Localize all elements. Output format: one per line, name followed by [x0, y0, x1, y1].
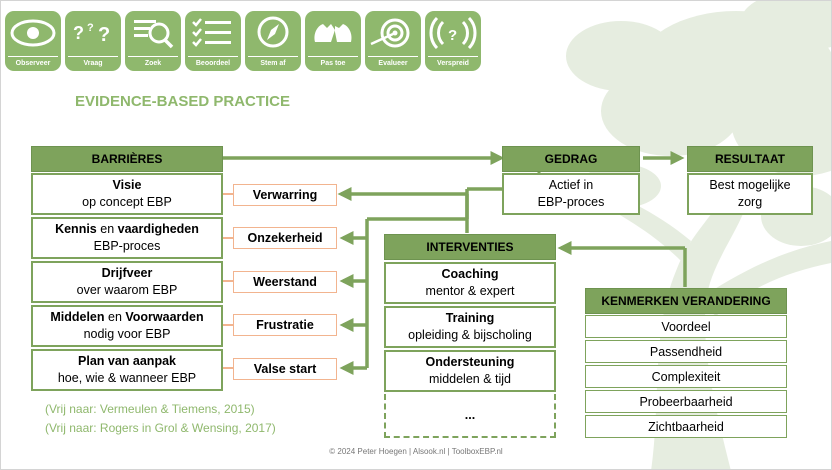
step-pas-toe: Pas toe: [305, 11, 361, 71]
interventie-box-more: ...: [384, 394, 556, 438]
kenmerk-item: Voordeel: [585, 315, 787, 338]
source-note: (Vrij naar: Vermeulen & Tiemens, 2015): [45, 402, 255, 416]
step-evalueer: Evalueer: [365, 11, 421, 71]
barriere-box: Drijfveer over waarom EBP: [31, 261, 223, 303]
interventie-box: Training opleiding & bijscholing: [384, 306, 556, 348]
svg-text:?: ?: [87, 22, 94, 34]
interventie-sub: mentor & expert: [425, 284, 515, 298]
emotion-box: Valse start: [233, 358, 337, 380]
kenmerken-header: KENMERKEN VERANDERING: [585, 288, 787, 314]
interventie-title: Coaching: [441, 267, 499, 281]
barriere-box: Middelen en Voorwaarden nodig voor EBP: [31, 305, 223, 347]
svg-text:?: ?: [98, 24, 110, 46]
broadcast-icon: ?: [429, 16, 477, 50]
step-label: Beoordeel: [195, 60, 231, 67]
step-label: Pas toe: [320, 60, 346, 67]
svg-text:?: ?: [73, 23, 84, 43]
kenmerk-item: Zichtbaarheid: [585, 415, 787, 438]
barriere-sub: hoe, wie & wanneer EBP: [57, 371, 197, 385]
interventie-sub: middelen & tijd: [429, 372, 511, 386]
gedrag-line: EBP-proces: [537, 195, 605, 209]
step-label: Observeer: [15, 60, 51, 67]
interventie-box: Coaching mentor & expert: [384, 262, 556, 304]
hands-icon: [314, 24, 352, 42]
barriere-box: Plan van aanpak hoe, wie & wanneer EBP: [31, 349, 223, 391]
barriere-sub: op concept EBP: [82, 195, 172, 209]
step-stem-af: Stem af: [245, 11, 301, 71]
step-label: Zoek: [144, 60, 162, 67]
interventies-header: INTERVENTIES: [384, 234, 556, 260]
svg-text:?: ?: [448, 27, 457, 44]
gedrag-header: GEDRAG: [502, 146, 640, 172]
step-beoordeel: Beoordeel: [185, 11, 241, 71]
interventie-title: Ondersteuning: [425, 355, 515, 369]
resultaat-box: Best mogelijke zorg: [687, 173, 813, 215]
kenmerk-item: Passendheid: [585, 340, 787, 363]
ebp-steps-bar: Observeer ? ? ? Vraag Zoek: [5, 11, 481, 71]
emotion-box: Onzekerheid: [233, 227, 337, 249]
barriere-sub: over waarom EBP: [76, 283, 178, 297]
kenmerk-item: Probeerbaarheid: [585, 390, 787, 413]
gedrag-box: Actief in EBP-proces: [502, 173, 640, 215]
resultaat-line: zorg: [737, 195, 763, 209]
barrieres-header: BARRIÈRES: [31, 146, 223, 172]
interventie-title: Training: [445, 311, 495, 325]
barriere-title: Middelen: [50, 310, 105, 324]
barriere-title: vaardigheden: [117, 222, 199, 236]
step-observeer: Observeer: [5, 11, 61, 71]
barriere-sub: EBP-proces: [93, 239, 161, 253]
emotion-box: Verwarring: [233, 184, 337, 206]
barriere-title-joiner: en: [96, 222, 118, 236]
page-title: EVIDENCE-BASED PRACTICE: [75, 93, 291, 110]
barriere-box: Kennis en vaardigheden EBP-proces: [31, 217, 223, 259]
target-icon: [370, 18, 410, 48]
resultaat-line: Best mogelijke: [709, 178, 791, 192]
source-note: (Vrij naar: Rogers in Grol & Wensing, 20…: [45, 421, 276, 435]
barriere-sub: nodig voor EBP: [83, 327, 171, 341]
interventie-title: ...: [464, 407, 476, 422]
gedrag-line: Actief in: [548, 178, 594, 192]
step-vraag: ? ? ? Vraag: [65, 11, 121, 71]
barriere-title: Voorwaarden: [125, 310, 204, 324]
emotion-box: Weerstand: [233, 271, 337, 293]
step-label: Verspreid: [437, 60, 469, 67]
step-label: Stem af: [260, 60, 286, 67]
compass-icon: [257, 16, 289, 48]
interventie-sub: opleiding & bijscholing: [408, 328, 532, 342]
barriere-title-joiner: en: [104, 310, 126, 324]
copyright: © 2024 Peter Hoegen | Alsook.nl | Toolbo…: [329, 447, 503, 456]
barriere-title: Visie: [112, 178, 142, 192]
barriere-title: Plan van aanpak: [78, 354, 176, 368]
eye-icon: [10, 19, 56, 47]
question-marks-icon: ? ? ?: [73, 22, 110, 46]
emotion-box: Frustratie: [233, 314, 337, 336]
step-zoek: Zoek: [125, 11, 181, 71]
barriere-title: Kennis: [55, 222, 97, 236]
barriere-title: Drijfveer: [101, 266, 153, 280]
barriere-box: Visie op concept EBP: [31, 173, 223, 215]
interventie-box: Ondersteuning middelen & tijd: [384, 350, 556, 392]
step-verspreid: ? Verspreid: [425, 11, 481, 71]
kenmerk-item: Complexiteit: [585, 365, 787, 388]
step-label: Vraag: [83, 60, 103, 67]
checklist-icon: [192, 18, 231, 47]
resultaat-header: RESULTAAT: [687, 146, 813, 172]
step-label: Evalueer: [378, 60, 408, 67]
search-icon: [134, 20, 174, 49]
